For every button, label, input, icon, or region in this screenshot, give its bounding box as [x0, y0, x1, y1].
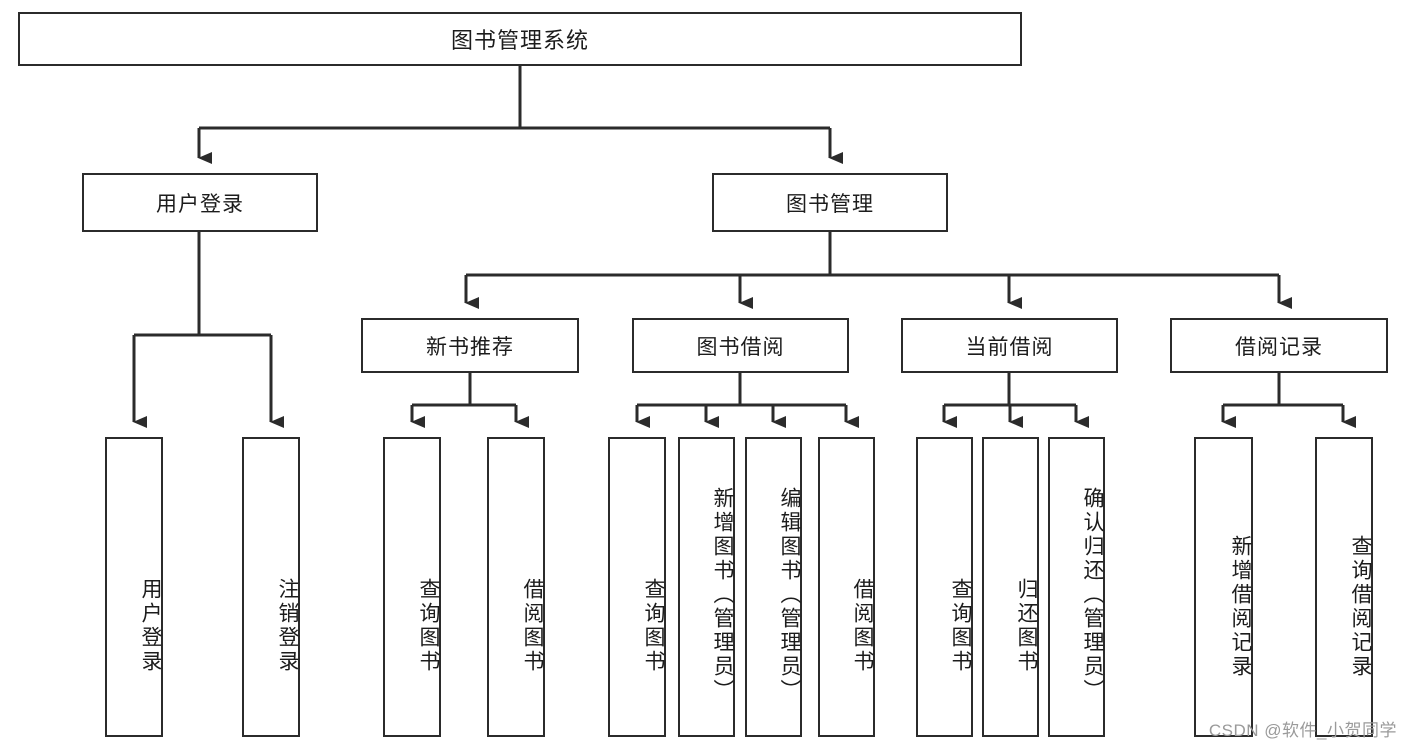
- node-label: 图书管理系统: [450, 28, 589, 53]
- node-current-borrow[interactable]: 当前借阅: [901, 318, 1118, 373]
- node-label: 借阅图书: [521, 578, 544, 674]
- node-label: 新增借阅记录: [1229, 535, 1252, 679]
- node-label: 查询图书: [417, 578, 440, 674]
- leaf-query-borrow-record[interactable]: 查询借阅记录: [1315, 437, 1373, 737]
- node-label: 用户登录: [139, 578, 162, 674]
- node-label: 归还图书: [1015, 578, 1038, 674]
- node-label: 用户登录: [156, 192, 244, 216]
- leaf-logout[interactable]: 注销登录: [242, 437, 300, 737]
- node-user-login[interactable]: 用户登录: [82, 173, 318, 232]
- node-label: 当前借阅: [965, 335, 1054, 359]
- leaf-borrow-book[interactable]: 借阅图书: [818, 437, 875, 737]
- node-label: 借阅图书: [851, 578, 874, 674]
- watermark: CSDN @软件_小贺同学: [1208, 721, 1397, 740]
- node-label: 查询图书: [949, 578, 972, 674]
- node-label: 图书借阅: [696, 335, 785, 359]
- node-label: 查询借阅记录: [1349, 535, 1372, 679]
- leaf-add-borrow-record[interactable]: 新增借阅记录: [1194, 437, 1253, 737]
- leaf-query-book-borrow[interactable]: 查询图书: [608, 437, 666, 737]
- leaf-confirm-return-admin[interactable]: 确认归还（管理员）: [1048, 437, 1105, 737]
- leaf-query-book-recommend[interactable]: 查询图书: [383, 437, 441, 737]
- node-new-book-recommend[interactable]: 新书推荐: [361, 318, 579, 373]
- node-label: 查询图书: [642, 578, 665, 674]
- node-borrow-record[interactable]: 借阅记录: [1170, 318, 1388, 373]
- leaf-edit-book-admin[interactable]: 编辑图书（管理员）: [745, 437, 802, 737]
- leaf-query-book-current[interactable]: 查询图书: [916, 437, 973, 737]
- leaf-borrow-book-recommend[interactable]: 借阅图书: [487, 437, 545, 737]
- node-root-system[interactable]: 图书管理系统: [18, 12, 1022, 66]
- node-label: 注销登录: [276, 578, 299, 674]
- node-book-management[interactable]: 图书管理: [712, 173, 948, 232]
- leaf-user-login[interactable]: 用户登录: [105, 437, 163, 737]
- node-label: 新增图书（管理员）: [711, 487, 734, 703]
- node-label: 确认归还（管理员）: [1081, 487, 1104, 703]
- leaf-return-book[interactable]: 归还图书: [982, 437, 1039, 737]
- node-label: 图书管理: [786, 192, 874, 216]
- node-label: 新书推荐: [426, 335, 514, 359]
- node-label: 借阅记录: [1235, 335, 1323, 359]
- node-book-borrow[interactable]: 图书借阅: [632, 318, 849, 373]
- node-label: 编辑图书（管理员）: [778, 487, 801, 703]
- leaf-add-book-admin[interactable]: 新增图书（管理员）: [678, 437, 735, 737]
